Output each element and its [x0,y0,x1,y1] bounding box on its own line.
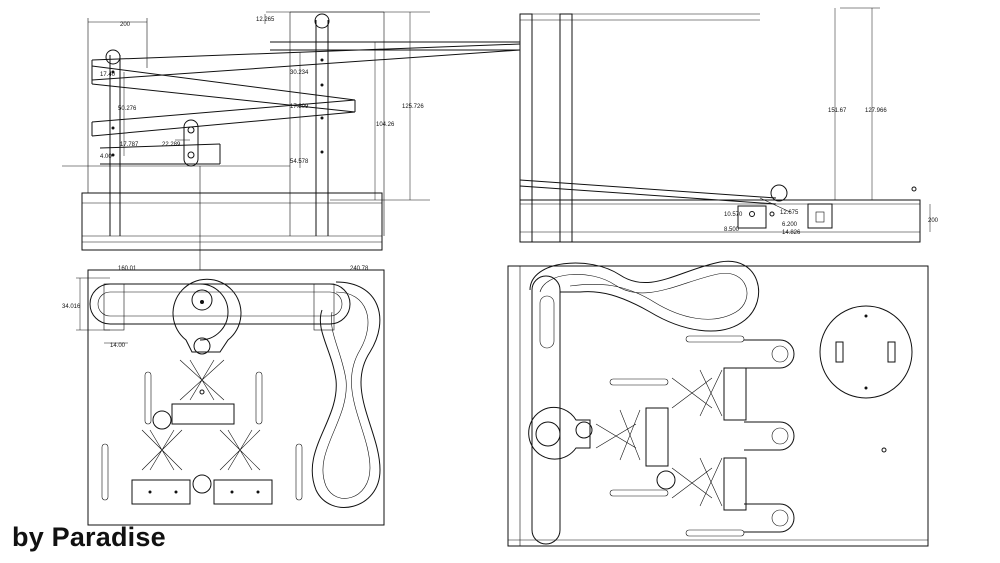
spring-mechanism [179,359,225,401]
ball [656,470,676,490]
board-outline [507,265,929,547]
launcher-ring [199,283,229,341]
ball [770,184,788,202]
trigger-mechanism [737,205,767,229]
dimension-label: 240.78 [350,266,369,272]
right-top-view [507,260,929,547]
flipper-block [171,403,235,425]
post [519,13,533,243]
u-tube [744,339,795,369]
u-tube [744,421,795,451]
board-outline [87,269,385,526]
dimension-label: 125.726 [402,104,424,110]
spring-mechanism [141,429,183,471]
dimension-label: 160.01 [118,266,137,272]
dimension-label: 50.276 [118,106,137,112]
ball-track [531,275,561,545]
post [559,13,573,243]
serpentine-track [311,281,381,508]
flipper-block [131,479,191,505]
dimension-label: 17.40 [100,72,116,78]
arm-2 [91,65,356,101]
left-side-view: 200 12.265 17.40 50.276 17.787 22.289 4.… [62,11,521,270]
dimension-label: 6.200 [782,222,798,228]
dimension-label: 17.809 [290,104,309,110]
dimension-label: 127.966 [865,108,887,114]
spring-mechanism [671,369,723,417]
dimension-label: 104.26 [376,122,395,128]
ball [152,410,172,430]
ball-track [89,283,351,325]
flipper-block [723,457,747,511]
turntable [819,305,913,399]
spring-mechanism [671,457,723,507]
base-board [519,199,921,243]
turntable-slot [887,341,896,363]
dimension-label: 54.578 [290,159,309,165]
dimension-label: 151.67 [828,108,847,114]
dimension-label: 34.016 [62,304,81,310]
ball [192,474,212,494]
dimension-label: 8.500 [724,227,740,233]
flipper-block [723,367,747,421]
trigger-block [807,203,833,229]
dimension-label: 4.00 [100,154,112,160]
flipper-block [645,407,669,467]
dimension-label: 10.570 [724,212,743,218]
ball [193,337,211,355]
arm-3 [91,99,356,123]
dimension-label: 17.787 [120,142,139,148]
turntable-slot [835,341,844,363]
dimension-label: 12.265 [256,17,275,23]
dimension-label: 30.234 [290,70,309,76]
dimension-label: 12.675 [780,210,799,216]
flipper-block [213,479,273,505]
u-tube [744,503,795,533]
dimension-label: 14.826 [782,230,801,236]
author-credit: by Paradise [12,522,166,552]
pivot-slot [183,119,199,167]
arm-1 [91,43,521,61]
dimension-label: 22.289 [162,142,181,148]
ball [575,421,593,439]
lever [519,179,777,199]
spring-mechanism [595,409,641,461]
pivot-circle [105,49,121,65]
dimension-label: 200 [928,218,939,224]
wave-track [529,260,760,332]
base-board [81,192,383,251]
pivot-circle [314,13,330,29]
right-side-view: 151.67 127.966 200 10.570 8.500 12.675 6… [519,7,939,243]
launcher-ring [535,421,561,447]
dimension-label: 200 [120,22,131,28]
spring-mechanism [219,429,261,471]
arm-4 [99,143,221,149]
left-top-view: 160.01 34.016 14.00 240.78 [62,266,385,526]
dimension-label: 14.00 [110,343,126,349]
